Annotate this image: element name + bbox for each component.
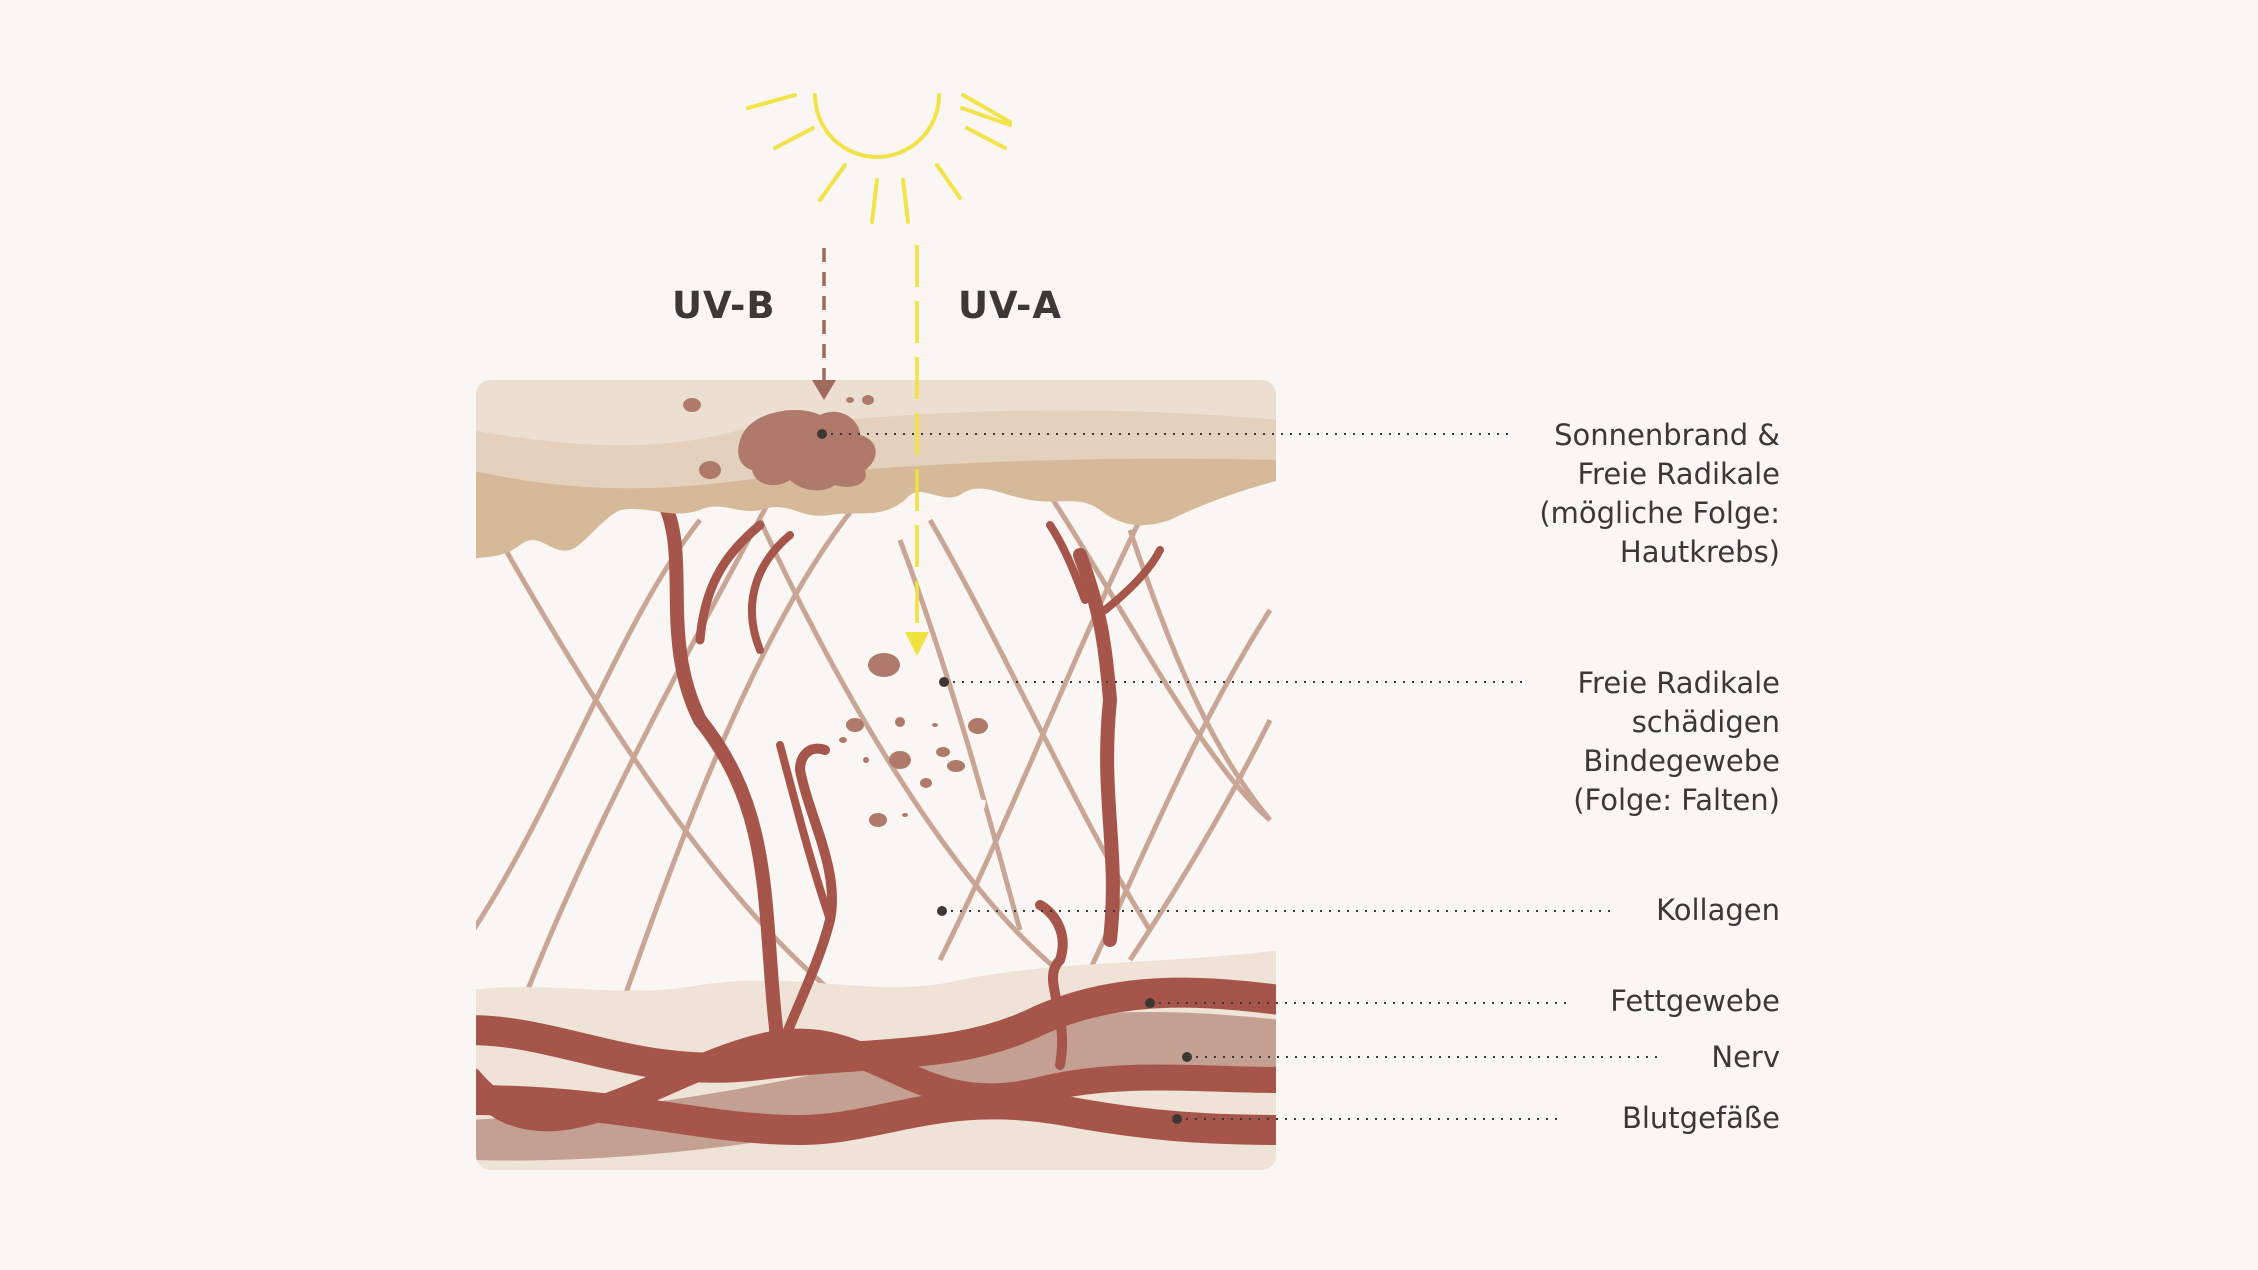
uva-label: UV-A [958, 284, 1062, 327]
callout-blood-vessels-label: Blutgefäße [1622, 1099, 1780, 1138]
callout-sunburn-line-1: Sonnenbrand & [1539, 416, 1780, 455]
callout-free-radicals: Freie Radikale schädigen Bindegewebe (Fo… [1573, 664, 1780, 820]
uvb-label: UV-B [672, 284, 776, 327]
callout-nerve-label: Nerv [1711, 1038, 1780, 1077]
callout-sunburn-line-4: Hautkrebs) [1539, 533, 1780, 572]
sun-icon [748, 95, 1010, 222]
uvb-arrow [812, 248, 836, 400]
callout-free-radicals-line-1: Freie Radikale [1573, 664, 1780, 703]
callout-fat: Fettgewebe [1610, 982, 1780, 1021]
callout-free-radicals-line-3: Bindegewebe [1573, 742, 1780, 781]
callout-nerve: Nerv [1711, 1038, 1780, 1077]
callout-fat-label: Fettgewebe [1610, 982, 1780, 1021]
callout-collagen: Kollagen [1656, 891, 1780, 930]
callout-blood-vessels: Blutgefäße [1622, 1099, 1780, 1138]
callout-collagen-label: Kollagen [1656, 891, 1780, 930]
callout-sunburn-line-3: (mögliche Folge: [1539, 494, 1780, 533]
sun-arc [815, 95, 939, 157]
callout-free-radicals-line-4: (Folge: Falten) [1573, 781, 1780, 820]
callout-sunburn: Sonnenbrand & Freie Radikale (mögliche F… [1539, 416, 1780, 572]
callout-free-radicals-line-2: schädigen [1573, 703, 1780, 742]
callout-sunburn-line-2: Freie Radikale [1539, 455, 1780, 494]
